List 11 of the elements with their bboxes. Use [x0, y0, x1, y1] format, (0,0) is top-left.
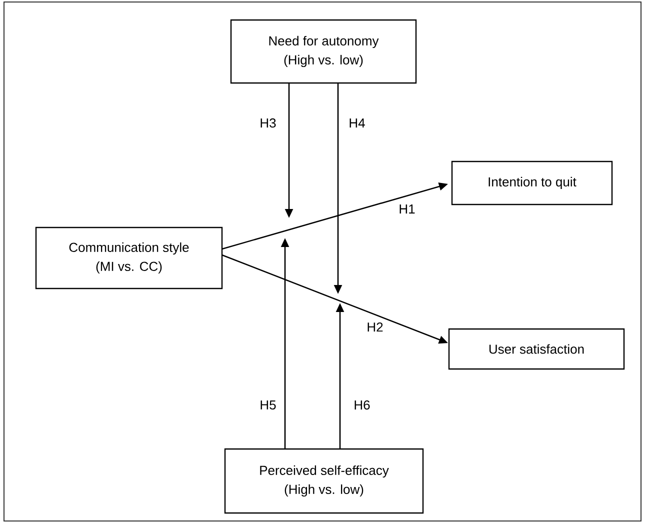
text-box: Perceived self-efficacy (High vs. low): [224, 448, 424, 514]
edge-label: H2: [366, 321, 384, 333]
edge-label: H6: [352, 399, 372, 411]
text-box: Need for autonomy (High vs. low): [230, 19, 417, 84]
edge-label: H3: [258, 117, 278, 129]
edge-label: H4: [348, 118, 366, 128]
text-box: Intention to quit: [451, 160, 613, 206]
text-box: Communication style (MI vs. CC): [35, 226, 223, 290]
edge-label: H5: [258, 399, 278, 411]
text-box: User satisfaction: [448, 328, 625, 370]
edge-label: H1: [398, 204, 416, 214]
